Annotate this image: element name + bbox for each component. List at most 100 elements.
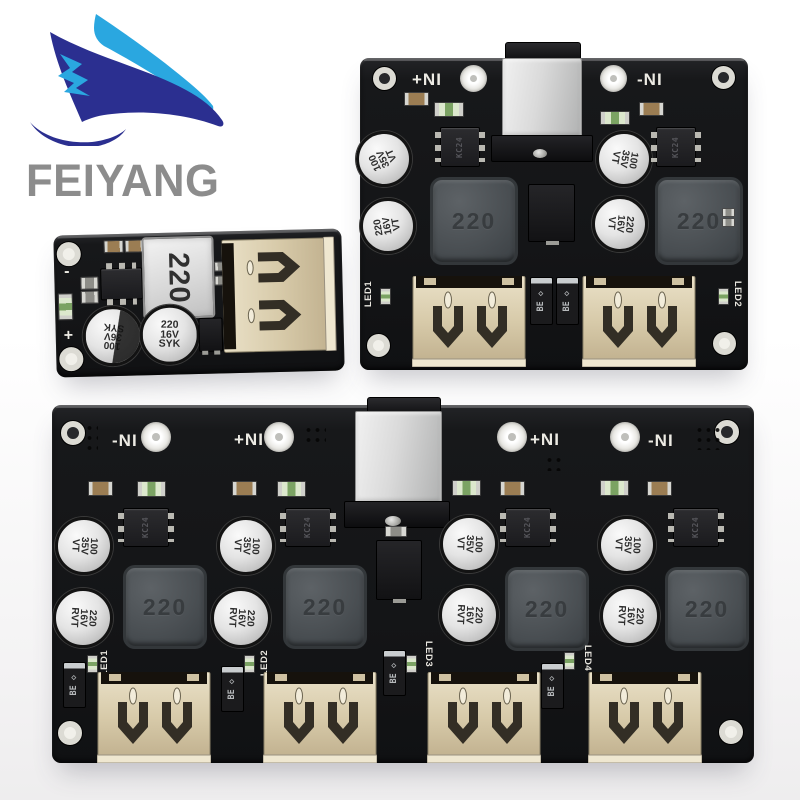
mounting-hole: [59, 346, 84, 372]
buck-converter-chip: KC24: [651, 127, 701, 167]
electrolytic-capacitor: 100 36V SYK: [82, 305, 144, 367]
chip-marking: KC24: [671, 136, 681, 158]
diode-marking: BE ◇: [547, 675, 558, 697]
electrolytic-capacitor: 100 35V VT: [217, 517, 275, 575]
smd-capacitor: [80, 276, 99, 290]
smd-capacitor: [385, 526, 407, 537]
chip-pins: [550, 513, 556, 542]
chip-pins: [695, 132, 701, 162]
via-holes: [545, 455, 561, 471]
input-label-in-minus: -NI: [637, 70, 663, 89]
input-label-in-plus: +NI: [530, 430, 560, 449]
chip-pins: [479, 132, 485, 162]
electrolytic-capacitor: 100 35V VT: [440, 515, 498, 573]
capacitor-marking: 220 16V SYK: [158, 318, 181, 350]
chip-pins: [106, 298, 138, 306]
inductor-marking: 220: [142, 593, 188, 620]
diode-text: BE: [547, 686, 558, 697]
diode-logo: ◇: [562, 290, 573, 296]
diode-logo: ◇: [536, 290, 547, 296]
diode-logo: ◇: [547, 675, 558, 681]
smd-transistor: [198, 317, 224, 355]
chip-marking: KC24: [141, 516, 151, 539]
diode-text: BE: [562, 301, 573, 312]
mounting-hole: [367, 334, 390, 357]
status-led: [718, 288, 729, 305]
usb-port: [97, 672, 211, 763]
chip-pins: [106, 262, 137, 270]
diode-text: BE: [389, 673, 400, 684]
capacitor-marking: 100 36V SYK: [102, 320, 125, 352]
feiyang-logo-swoosh: [30, 14, 224, 148]
smd-resistor: [639, 102, 664, 116]
usb-port: [221, 236, 342, 354]
inductor-marking: 220: [676, 207, 722, 234]
input-label-in-plus: +NI: [234, 430, 264, 449]
smd-resistor: [232, 481, 257, 496]
schottky-diode: BE ◇: [530, 277, 553, 325]
led3-label: LED3: [423, 640, 434, 668]
diode-logo: ◇: [389, 662, 400, 668]
status-led: [406, 655, 417, 673]
electrolytic-capacitor: 220 16V RVT: [600, 586, 660, 646]
diode-text: BE: [69, 685, 80, 696]
smd-resistor: [404, 92, 429, 106]
mounting-hole: [713, 332, 736, 355]
mounting-hole: [712, 66, 735, 89]
input-label-in-minus: -NI: [648, 431, 674, 450]
power-inductor: 220: [655, 177, 743, 265]
diode-lead: [393, 599, 407, 603]
smd-led: [452, 480, 481, 496]
status-led: [244, 655, 255, 673]
buck-converter-chip: KC24: [435, 127, 485, 167]
solder-pad: [460, 65, 487, 92]
power-inductor: 220: [123, 565, 207, 649]
buck-converter-chip: KC24: [118, 508, 174, 547]
usb-port: [263, 672, 377, 763]
solder-pad: [497, 422, 527, 452]
chip-marking: KC24: [455, 136, 465, 158]
smd-resistor: [103, 239, 124, 254]
input-label-in-plus: +NI: [412, 70, 442, 89]
transistor-lead: [214, 350, 221, 355]
electrolytic-capacitor: 220 16V VT: [592, 196, 648, 252]
chip-marking: KC24: [523, 516, 533, 539]
power-diode-block: [376, 540, 422, 603]
capacitor-marking: 100 35V VT: [231, 536, 262, 556]
diode-marking: BE ◇: [562, 290, 573, 312]
smd-capacitor: [80, 290, 99, 304]
chip-pins: [280, 513, 286, 542]
capacitor-marking: 100 35V VT: [454, 534, 485, 554]
buck-converter-chip: KC24: [500, 508, 556, 547]
smd-resistor: [722, 218, 735, 227]
schottky-diode: BE ◇: [221, 666, 244, 712]
inductor-marking: 220: [162, 251, 196, 304]
usb-port: [582, 276, 696, 367]
input-plus-label: +: [63, 327, 75, 345]
chip-pins: [500, 513, 506, 542]
diode-marking: BE ◇: [536, 290, 547, 312]
dual-usb-buck-module: +NI -NI 100 35V VT KC24 100 35V VT KC24: [356, 42, 748, 370]
inductor-marking: 220: [524, 595, 570, 622]
usb-port: [427, 672, 541, 763]
dc-jack-base: [344, 501, 450, 528]
via-holes: [85, 423, 98, 455]
schottky-diode: BE ◇: [541, 663, 564, 709]
diode-lead: [545, 241, 560, 245]
capacitor-marking: 100 35V VT: [69, 536, 100, 556]
diode-marking: BE ◇: [389, 662, 400, 684]
electrolytic-capacitor: 220 16V VT: [360, 198, 416, 254]
smd-resistor: [88, 481, 113, 496]
smd-led: [600, 480, 629, 496]
status-led: [57, 293, 74, 321]
chip-marking: KC24: [691, 516, 701, 539]
mounting-hole: [58, 721, 82, 745]
solder-pad: [141, 422, 171, 452]
led4-label: LED4: [582, 644, 593, 672]
diode-marking: BE ◇: [227, 679, 237, 700]
input-minus-label: -: [63, 263, 71, 281]
buck-converter-chip: [100, 262, 143, 306]
inductor-marking: 220: [302, 593, 348, 620]
schottky-diode: BE ◇: [556, 277, 579, 325]
capacitor-marking: 100 35V VT: [612, 535, 643, 555]
